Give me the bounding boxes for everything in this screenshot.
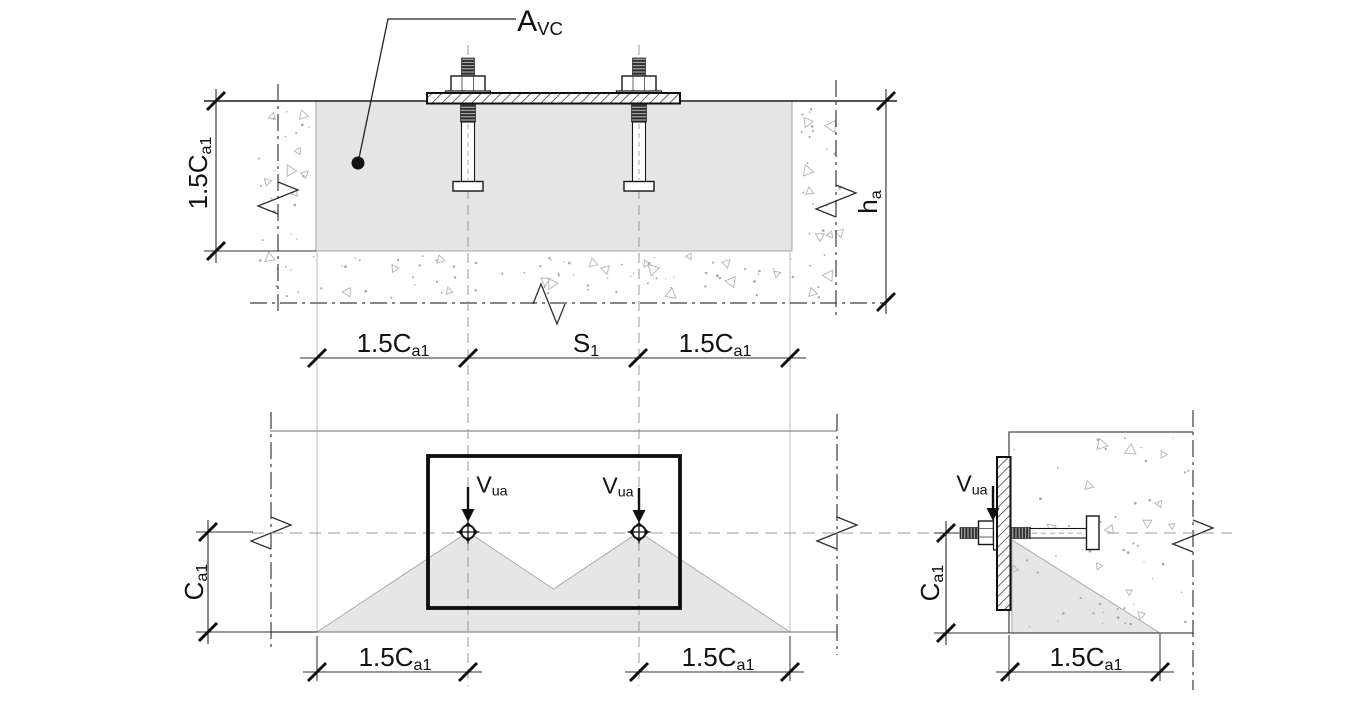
plan-view-hardware (426, 454, 1000, 610)
elev-bottom-left-dim-label: 1.5Ca1 (356, 328, 430, 360)
plan-bottom-right-dim-label: 1.5Ca1 (681, 642, 755, 674)
avc-area-label: AVC (517, 5, 563, 40)
section-nut (977, 520, 995, 546)
dimension-extension-lines (196, 250, 1161, 681)
base-plate-plan-outline (426, 454, 682, 610)
section-edge-distance-label: Ca1 (915, 564, 947, 602)
elev-left-dim-label: 1.5Ca1 (183, 136, 215, 210)
leader-dot (351, 156, 365, 170)
elev-bottom-right-dim-label: 1.5Ca1 (678, 328, 752, 360)
vua-arrow-plan-2 (632, 488, 646, 523)
avc-leader (351, 18, 516, 170)
section-bottom-dim-label: 1.5Ca1 (1049, 642, 1123, 674)
section-bolt-head (1085, 515, 1100, 551)
avc-shaded-area (316, 101, 792, 251)
cut-centerlines (250, 80, 1194, 690)
vua-force-label-plan-1: Vua (476, 471, 508, 500)
axis-centerlines (252, 45, 1232, 686)
projection-lines (316, 252, 791, 631)
plan-breakout-wedges (315, 531, 792, 633)
vua-arrow-plan-1 (461, 487, 475, 522)
plan-edge-distance-label: Ca1 (179, 563, 211, 601)
section-breakout-wedge (1011, 539, 1162, 634)
plan-bottom-left-dim-label: 1.5Ca1 (358, 642, 432, 674)
anchor-spacing-dim-label: S1 (572, 328, 600, 360)
dimension-ticks (197, 90, 1171, 683)
concrete-stipple-texture (257, 108, 1190, 628)
section-view-hardware (959, 456, 1100, 611)
elevation-view-hardware (426, 57, 681, 192)
shaded-breakout-areas (315, 101, 1162, 634)
vua-force-label-plan-2: Vua (602, 472, 634, 501)
elev-height-dim-label: ha (853, 190, 885, 214)
dimension-lines (207, 89, 1174, 673)
vua-force-label-section: Vua (956, 470, 988, 499)
vua-arrow-section (986, 486, 1000, 521)
